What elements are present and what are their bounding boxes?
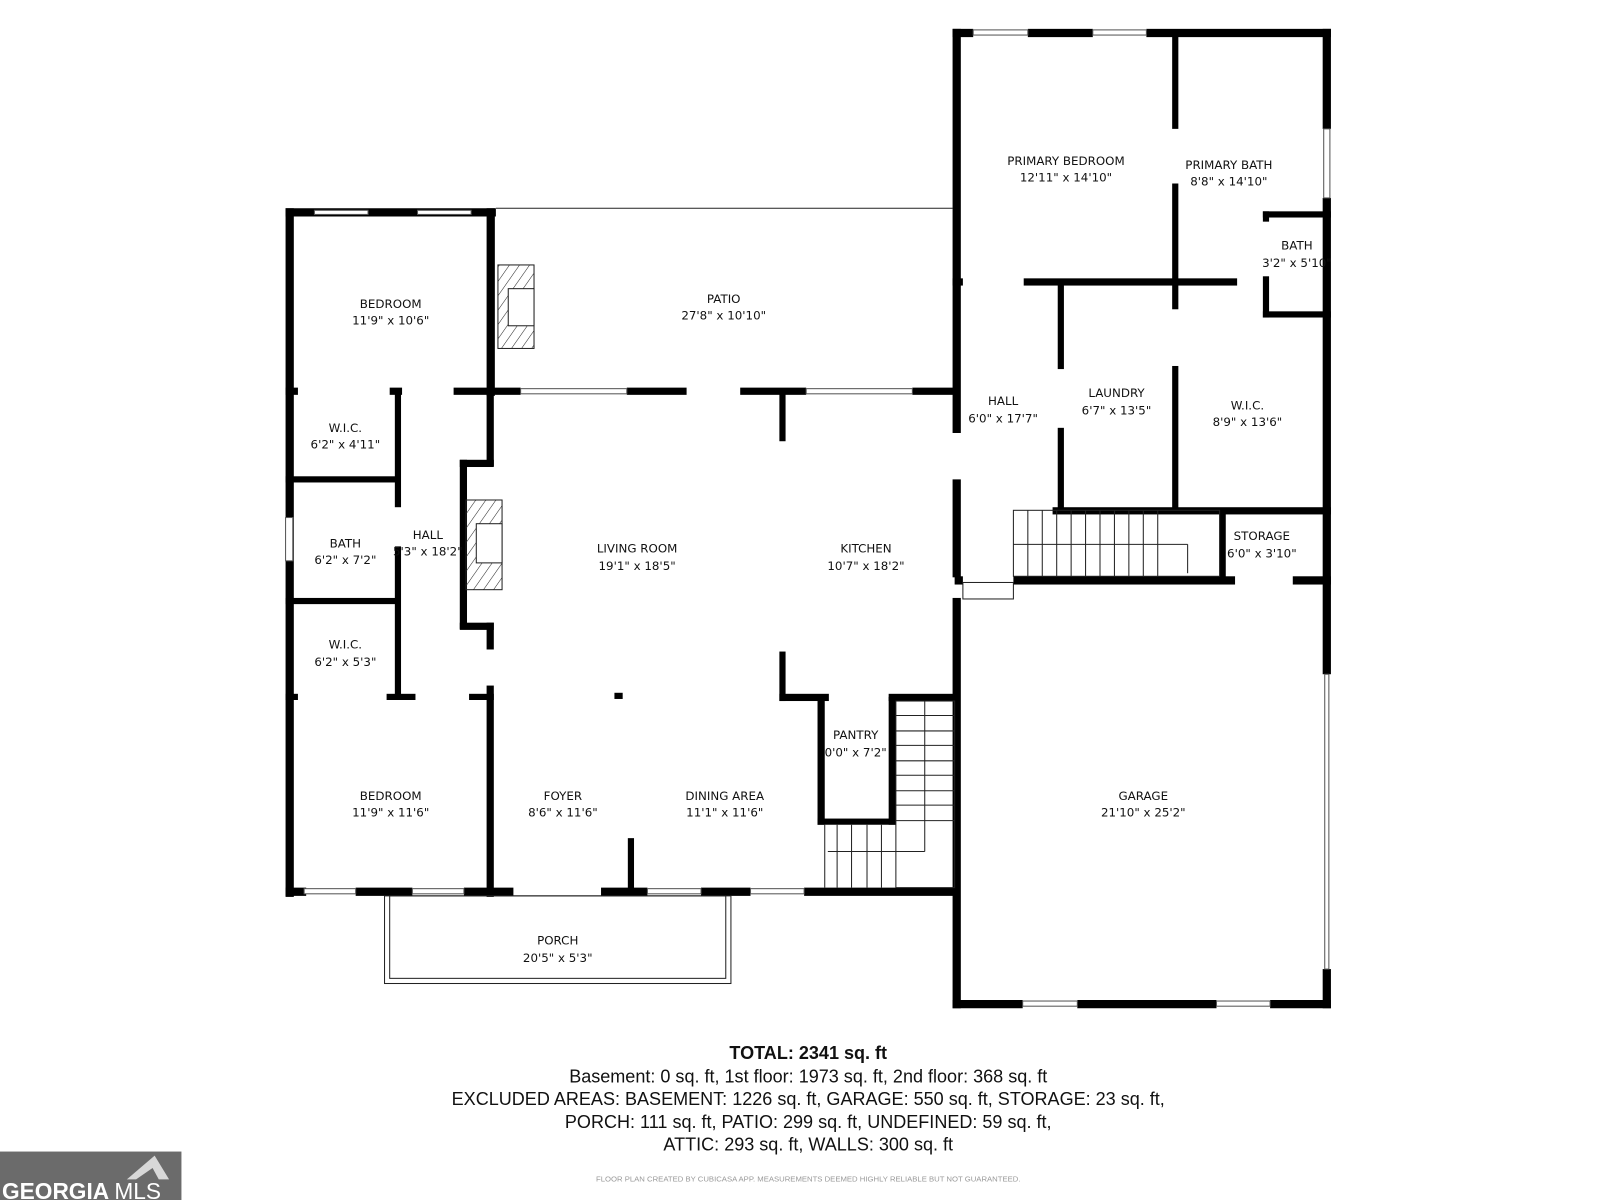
room-bath-dims: 6'2" x 7'2": [314, 553, 376, 567]
room-kitchen-name: KITCHEN: [840, 542, 891, 556]
room-patio-dims: 27'8" x 10'10": [681, 309, 766, 323]
room-wic-name: W.I.C.: [329, 421, 362, 435]
stairs-right: [962, 509, 1221, 600]
room-wic-dims: 6'2" x 5'3": [314, 655, 376, 669]
room-hall-name: HALL: [413, 528, 444, 542]
room-storage-name: STORAGE: [1234, 529, 1290, 543]
total-area: TOTAL: 2341 sq. ft: [729, 1043, 887, 1063]
room-bedroom-dims: 11'9" x 11'6": [352, 805, 429, 819]
excluded-areas-3: ATTIC: 293 sq. ft, WALLS: 300 sq. ft: [663, 1135, 953, 1155]
room-laundry-dims: 6'7" x 13'5": [1082, 403, 1152, 417]
room-bedroom-dims: 11'9" x 10'6": [352, 314, 429, 328]
room-foyer-dims: 8'6" x 11'6": [528, 805, 598, 819]
room-bath-small-dims: 3'2" x 5'10": [1262, 256, 1332, 270]
room-wic-name: W.I.C.: [329, 637, 362, 651]
room-garage-dims: 21'10" x 25'2": [1101, 805, 1186, 819]
room-kitchen-dims: 10'7" x 18'2": [827, 559, 904, 573]
room-porch-name: PORCH: [537, 933, 578, 947]
room-hall-dims: 5'3" x 18'2": [393, 545, 463, 559]
room-hall-dims: 6'0" x 17'7": [968, 412, 1038, 426]
floor-areas: Basement: 0 sq. ft, 1st floor: 1973 sq. …: [569, 1066, 1047, 1086]
room-labels: BEDROOM 11'9" x 10'6" PATIO 27'8" x 10'1…: [311, 154, 1332, 965]
room-dining-dims: 11'1" x 11'6": [686, 805, 763, 819]
room-bath-name: BATH: [330, 536, 361, 550]
room-wic-name: W.I.C.: [1231, 398, 1264, 412]
room-wic-dims: 6'2" x 4'11": [311, 437, 381, 451]
excluded-areas-2: PORCH: 111 sq. ft, PATIO: 299 sq. ft, UN…: [565, 1112, 1052, 1132]
area-summary: TOTAL: 2341 sq. ft Basement: 0 sq. ft, 1…: [452, 1043, 1165, 1184]
room-living-name: LIVING ROOM: [597, 542, 678, 556]
room-primary-bedroom-name: PRIMARY BEDROOM: [1007, 154, 1124, 168]
room-foyer-name: FOYER: [544, 789, 582, 803]
room-living-dims: 19'1" x 18'5": [599, 559, 676, 573]
room-bath-small-name: BATH: [1281, 238, 1312, 252]
room-hall-name: HALL: [988, 394, 1019, 408]
excluded-areas-1: EXCLUDED AREAS: BASEMENT: 1226 sq. ft, G…: [452, 1089, 1165, 1109]
room-bedroom-name: BEDROOM: [360, 297, 422, 311]
room-storage-dims: 6'0" x 3'10": [1227, 547, 1297, 561]
room-primary-bath-name: PRIMARY BATH: [1185, 158, 1272, 172]
room-primary-bedroom-dims: 12'11" x 14'10": [1020, 170, 1112, 184]
georgia-mls-logo: GEORGIA MLS: [0, 1151, 182, 1200]
room-primary-bath-dims: 8'8" x 14'10": [1190, 175, 1267, 189]
svg-text:MLS: MLS: [114, 1178, 161, 1200]
porch-outline: [384, 895, 732, 985]
room-laundry-name: LAUNDRY: [1088, 386, 1145, 400]
walls: [285, 28, 1331, 1009]
room-garage-name: GARAGE: [1119, 789, 1169, 803]
stairs-left: [824, 700, 956, 889]
windows: [285, 29, 1331, 1007]
room-pantry-name: PANTRY: [833, 728, 879, 742]
room-patio-name: PATIO: [707, 292, 741, 306]
room-bedroom-name: BEDROOM: [360, 789, 422, 803]
room-dining-name: DINING AREA: [685, 789, 764, 803]
disclaimer: FLOOR PLAN CREATED BY CUBICASA APP. MEAS…: [596, 1174, 1021, 1183]
room-pantry-dims: 0'0" x 7'2": [825, 746, 887, 760]
room-wic-dims: 8'9" x 13'6": [1213, 415, 1283, 429]
svg-text:GEORGIA: GEORGIA: [2, 1178, 109, 1200]
room-porch-dims: 20'5" x 5'3": [523, 951, 593, 965]
